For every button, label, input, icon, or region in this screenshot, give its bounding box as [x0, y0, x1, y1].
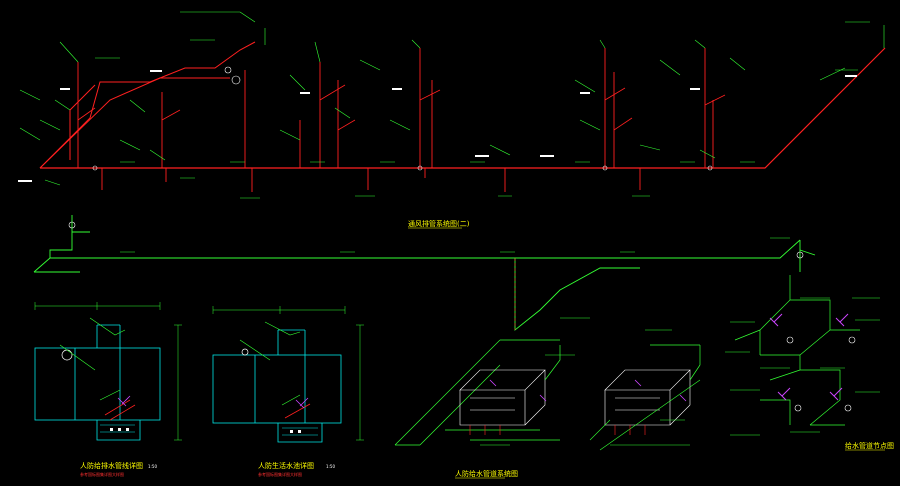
scale-room-a: 1:50 [148, 464, 157, 469]
title-supply-system: 人防给水管道系统图 [455, 469, 518, 478]
subtitle-room-b: 参考国标图集详图大样图 [258, 471, 302, 477]
drain-risers [77, 48, 714, 192]
subtitle-room-a: 参考国标图集详图大样图 [80, 471, 124, 477]
water-main-line [33, 215, 816, 331]
title-drain-system: 通风排管系统图(二) [408, 219, 470, 228]
scale-room-b: 1:50 [326, 464, 335, 469]
tank-2 [604, 369, 691, 426]
drain-diagonal-branch [39, 41, 256, 169]
title-valve-detail: 给水管道节点图 [845, 441, 894, 450]
title-room-b: 人防生活水池详图 [258, 461, 314, 470]
room-b-plan [212, 306, 364, 443]
drain-system-diagram [18, 11, 886, 199]
drain-main-header [40, 47, 886, 169]
valve-node-detail [725, 275, 880, 436]
room-b-outline [212, 354, 342, 424]
supply-isometric [394, 317, 701, 451]
title-room-a: 人防给排水管线详图 [80, 461, 143, 470]
room-a-plan [34, 302, 182, 441]
tank-1 [459, 369, 546, 426]
room-a-outline [34, 347, 161, 421]
drain-annotation-leaders [19, 11, 885, 186]
